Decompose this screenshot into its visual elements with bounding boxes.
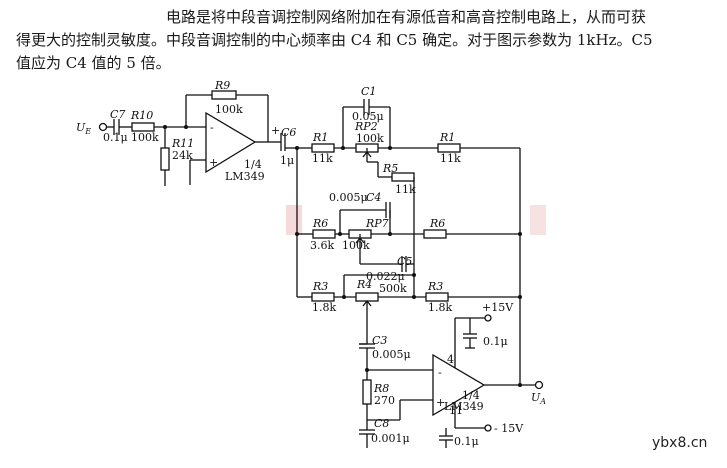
svg-text:LM349: LM349 [444, 400, 484, 413]
svg-text:R6: R6 [312, 217, 328, 230]
svg-text:-: - [438, 366, 442, 379]
description-line-2: 得更大的控制灵敏度。中段音调控制的中心频率由 C4 和 C5 确定。对于图示参数… [16, 31, 653, 49]
r5-branch: R5 11k [377, 162, 416, 264]
svg-text:R4: R4 [356, 278, 372, 291]
svg-text:1.8k: 1.8k [312, 301, 336, 314]
svg-text:0.1μ: 0.1μ [454, 435, 479, 448]
vminus-terminal [484, 424, 492, 432]
svg-text:100k: 100k [356, 132, 384, 145]
output-label: UA [531, 391, 546, 406]
svg-text:C1: C1 [361, 85, 376, 98]
svg-text:+: + [209, 156, 218, 169]
svg-text:R5: R5 [382, 162, 398, 175]
r10-resistor [131, 122, 155, 132]
svg-text:R11: R11 [171, 137, 194, 150]
svg-text:RP7: RP7 [365, 217, 389, 230]
svg-text:1.8k: 1.8k [428, 301, 452, 314]
svg-text:0.001μ: 0.001μ [371, 432, 410, 445]
r6-right-resistor [423, 229, 447, 239]
svg-text:11k: 11k [440, 152, 461, 165]
r3-left-resistor [311, 292, 335, 302]
r1-right-resistor [437, 143, 461, 153]
svg-text:R9: R9 [214, 79, 230, 92]
r6-left-resistor [312, 229, 336, 239]
svg-text:C5: C5 [397, 255, 412, 268]
svg-text:C4: C4 [366, 191, 381, 204]
vplus-terminal [484, 314, 492, 322]
svg-text:11: 11 [449, 404, 463, 417]
output-terminal [534, 380, 544, 390]
svg-text:0.1μ: 0.1μ [483, 335, 508, 348]
svg-text:R10: R10 [130, 109, 153, 122]
svg-text:C3: C3 [372, 334, 387, 347]
svg-text:+15V: +15V [482, 301, 514, 314]
svg-text:11k: 11k [312, 152, 333, 165]
r9-resistor [211, 90, 237, 100]
svg-text:0.005μ: 0.005μ [372, 348, 411, 361]
c6-capacitor: + C6 1μ [270, 124, 297, 167]
svg-text:11k: 11k [395, 183, 416, 196]
svg-text:1/4: 1/4 [462, 389, 480, 402]
r4-potentiometer [355, 292, 379, 302]
svg-text:LM349: LM349 [225, 170, 265, 183]
svg-text:100k: 100k [131, 131, 159, 144]
faint-mark-right [530, 205, 546, 235]
op-amp-2 [432, 353, 486, 417]
svg-text:0.005μ: 0.005μ [329, 191, 368, 204]
svg-text:100k: 100k [342, 239, 370, 252]
svg-text:3.6k: 3.6k [310, 239, 334, 252]
r8-resistor [362, 379, 372, 405]
svg-text:+: + [271, 124, 280, 137]
svg-text:270: 270 [374, 394, 395, 407]
svg-text:4: 4 [447, 353, 454, 366]
svg-text:R3: R3 [427, 280, 443, 293]
svg-text:24k: 24k [172, 149, 193, 162]
bass-network: R3 1.8k R4 500k R3 1.8k [297, 274, 520, 344]
treble-network: R1 11k C1 0.05μ RP2 100k R1 11k [297, 85, 520, 165]
r1-left-resistor [311, 143, 335, 153]
svg-text:-: - [210, 121, 214, 134]
watermark: ybx8.cn [652, 435, 707, 451]
op-amp-1 [205, 111, 257, 174]
input-terminal [98, 122, 108, 132]
r3-right-resistor [425, 292, 449, 302]
svg-text:R3: R3 [312, 280, 328, 293]
svg-text:RP2: RP2 [354, 120, 378, 133]
svg-text:- 15V: - 15V [494, 422, 524, 435]
svg-text:100k: 100k [215, 103, 243, 116]
svg-text:+: + [436, 396, 445, 409]
svg-text:R6: R6 [429, 217, 445, 230]
description-line-3: 值应为 C4 值的 5 倍。 [16, 54, 171, 72]
input-stage: - + UE C7 0.1μ R10 100k R11 24k R9 100k … [76, 79, 270, 186]
svg-text:0.022μ: 0.022μ [366, 270, 405, 283]
svg-text:R1: R1 [312, 131, 328, 144]
mid-network: R6 3.6k RP7 100k R6 0.005μ C4 C5 0.022μ [297, 191, 520, 283]
output-stage: - + 4 11 1/4 LM349 +15V 0.1μ - 15V 0.1μ … [359, 301, 546, 448]
svg-text:R8: R8 [373, 382, 389, 395]
r11-resistor [160, 147, 170, 171]
svg-text:500k: 500k [379, 282, 407, 295]
svg-text:0.1μ: 0.1μ [103, 131, 128, 144]
faint-mark-left [286, 205, 302, 235]
description-line-1: 电路是将中段音调控制网络附加在有源低音和高音控制电路上，从而可获 [166, 8, 647, 26]
svg-text:1/4: 1/4 [244, 158, 262, 171]
svg-text:R1: R1 [439, 131, 455, 144]
input-label: UE [76, 121, 91, 136]
svg-text:C8: C8 [374, 417, 389, 430]
svg-text:C6: C6 [281, 126, 296, 139]
svg-text:0.05μ: 0.05μ [352, 110, 384, 123]
svg-text:1μ: 1μ [280, 154, 294, 167]
description-text: 电路是将中段音调控制网络附加在有源低音和高音控制电路上，从而可获 得更大的控制灵… [16, 6, 716, 75]
svg-text:C7: C7 [110, 108, 125, 121]
